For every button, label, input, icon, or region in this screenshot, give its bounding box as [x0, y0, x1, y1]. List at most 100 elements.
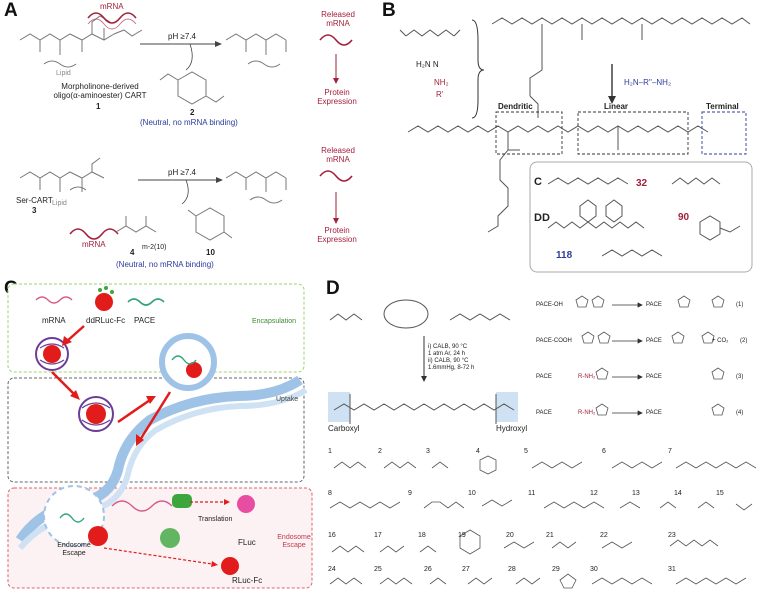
rxn3-product: PACE: [646, 374, 662, 380]
rxn1-reactant: PACE-OH: [536, 302, 563, 308]
uptake-label: Uptake: [276, 396, 299, 403]
num-32: 32: [636, 178, 648, 189]
cart3-product-structure: [225, 171, 287, 204]
amine-number-29: 29: [552, 566, 560, 573]
panel-d-scheme: [328, 295, 757, 589]
amine-library: [329, 455, 757, 589]
rxn4-product: PACE: [646, 410, 662, 416]
fluc-label: FLuc: [238, 538, 256, 547]
rxn2-product: PACE: [646, 338, 662, 344]
amine-number-25: 25: [374, 566, 382, 573]
ph-condition-top: pH ≥7.4: [168, 32, 196, 41]
rxn2-num: (2): [740, 338, 748, 344]
product10-number: 10: [206, 248, 215, 257]
cart1-structure: [19, 15, 143, 68]
mrna-legend-label: mRNA: [42, 316, 66, 325]
terminal-label: Terminal: [706, 102, 739, 111]
ph-condition-bottom: pH ≥7.4: [168, 168, 196, 177]
amine-number-8: 8: [328, 490, 332, 497]
rxn3-reactant: PACE: [536, 374, 552, 380]
top-lipid-label: Lipid: [56, 70, 71, 77]
linear-label: Linear: [604, 102, 629, 111]
rxn1-product: PACE: [646, 302, 662, 308]
box-c-label: C: [534, 176, 542, 188]
mrna-legend-strand: [35, 296, 73, 304]
carboxyl-label: Carboxyl: [328, 424, 360, 433]
dendritic-label: Dendritic: [498, 102, 533, 111]
amine-number-20: 20: [506, 532, 514, 539]
endosome-escape-label-left: Endosome Escape: [57, 542, 91, 557]
amine-number-6: 6: [602, 448, 606, 455]
amine-number-11: 11: [528, 490, 536, 497]
amine-number-23: 23: [668, 532, 676, 539]
linear-box: [577, 111, 689, 155]
rxn4-reactant: PACE: [536, 410, 552, 416]
bottom-lipid-label: Lipid: [52, 200, 67, 207]
mrna-strand-bottom: [69, 228, 119, 240]
panel-b-letter: B: [382, 0, 396, 21]
product10-note: (Neutral, no mRNA binding): [116, 260, 214, 269]
amine-number-24: 24: [328, 566, 336, 573]
amine-number-7: 7: [668, 448, 672, 455]
translation-label: Translation: [198, 516, 233, 523]
endcap-label: H₂N–R''–NH₂: [624, 78, 672, 87]
ddrluc-legend: [95, 293, 113, 311]
released-mrna-top-strand: [319, 34, 353, 46]
reagent-r: R': [436, 90, 444, 99]
encapsulation-label: Encapsulation: [252, 318, 296, 325]
amine-number-2: 2: [378, 448, 382, 455]
rluc-protein: [221, 557, 239, 575]
condition-2: 1 atm Ar, 24 h: [428, 351, 466, 357]
panel-a-scheme: [19, 12, 353, 241]
cart1-name: Morpholinone-derived oligo(α-aminoester)…: [53, 82, 147, 100]
released-mrna-bottom-strand: [319, 170, 353, 182]
condition-4: 1.6mmHg, 8-72 h: [428, 365, 475, 371]
amine-number-28: 28: [508, 566, 516, 573]
cart3-number: 3: [32, 206, 37, 215]
product4-number: 4: [130, 248, 135, 257]
amine-number-21: 21: [546, 532, 554, 539]
product4-sub: m-2(10): [142, 244, 167, 251]
product2-note: (Neutral, no mRNA binding): [140, 118, 238, 127]
num-118: 118: [556, 250, 573, 261]
reagent-nh2: NH₂: [434, 78, 449, 87]
top-mrna-label: mRNA: [100, 2, 124, 11]
amine-number-3: 3: [426, 448, 430, 455]
hydroxyl-highlight: [496, 392, 518, 422]
amine-number-30: 30: [590, 566, 598, 573]
amine-number-31: 31: [668, 566, 676, 573]
amine-number-16: 16: [328, 532, 336, 539]
monomer-box: [529, 161, 753, 273]
rxn2-byproduct: + CO₂: [712, 338, 729, 344]
condition-1: i) CALB, 90 °C: [428, 344, 468, 350]
dendritic-box: [495, 111, 563, 155]
cart3-name: Ser-CART: [16, 196, 53, 205]
amine-number-17: 17: [374, 532, 382, 539]
amine-number-14: 14: [674, 490, 682, 497]
terminal-box: [701, 111, 747, 155]
amine-number-4: 4: [476, 448, 480, 455]
amine-number-9: 9: [408, 490, 412, 497]
rluc-label: RLuc-Fc: [232, 576, 263, 585]
box-dd-label: DD: [534, 212, 550, 224]
amine-number-19: 19: [458, 532, 466, 539]
panel-a-letter: A: [4, 0, 18, 21]
product2-structure: [159, 71, 225, 105]
amine-number-13: 13: [632, 490, 640, 497]
endosome-escape-label-right: Endosome Escape: [277, 534, 311, 549]
reagent-amine: H₂N N: [416, 60, 439, 69]
product4-structure: [115, 216, 157, 233]
rxn1-num: (1): [736, 302, 744, 308]
panel-b-scheme: [399, 17, 753, 273]
protein-expression-bottom: Protein Expression: [317, 226, 357, 244]
rxn4-amine: R-NH₂: [578, 410, 596, 416]
num-90: 90: [678, 212, 690, 223]
amine-number-1: 1: [328, 448, 332, 455]
pace-legend-strand: [127, 298, 165, 306]
vesicle: [159, 333, 217, 391]
rxn2-reactant: PACE-COOH: [536, 338, 572, 344]
product10-structure: [187, 207, 233, 241]
amine-number-27: 27: [462, 566, 470, 573]
cart1-number: 1: [96, 102, 101, 111]
encapsulation-box: [7, 283, 305, 373]
